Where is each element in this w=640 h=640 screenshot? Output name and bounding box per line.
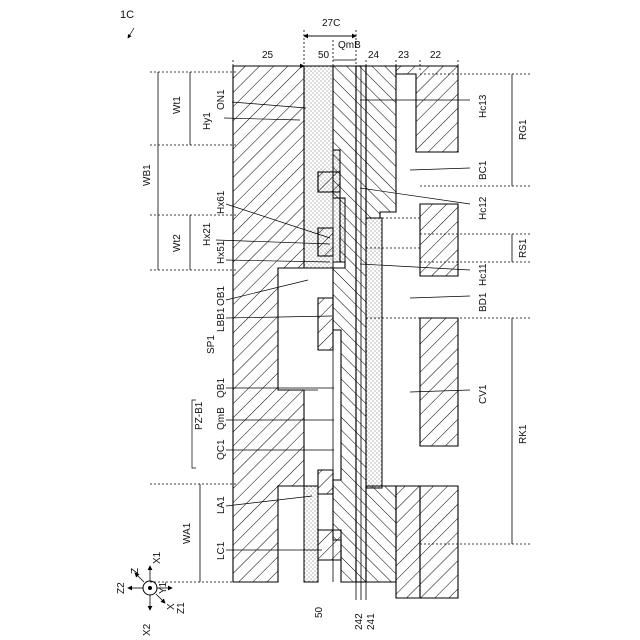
label-23: 23 (398, 50, 410, 61)
axis-Z2: Z2 (116, 582, 127, 594)
label-QmB-mid: QmB (216, 407, 227, 430)
layer-22 (396, 66, 458, 598)
layer-25 (233, 66, 304, 582)
axis-Y1: Y1 (158, 581, 169, 594)
label-50-top: 50 (318, 50, 330, 61)
label-50-bottom: 50 (314, 606, 325, 618)
label-PZ-B1: PZ-B1 (194, 401, 205, 430)
axis-X2: X2 (142, 623, 153, 636)
axis-Z1: Z1 (176, 602, 187, 614)
layer-24 (356, 66, 366, 600)
axis-X1: X1 (152, 551, 163, 564)
label-Hx21: Hx21 (202, 222, 213, 246)
label-RG1: RG1 (518, 119, 529, 140)
label-Wt2: Wt2 (172, 234, 183, 252)
axes-indicator: X1 Y1 Z1 Z2 X2 Z X (116, 551, 187, 636)
label-25: 25 (262, 50, 274, 61)
label-Hx51: Hx51 (216, 240, 227, 264)
label-22: 22 (430, 50, 442, 61)
label-241: 241 (366, 613, 377, 630)
label-Hx61: Hx61 (216, 190, 227, 214)
label-242: 242 (354, 613, 365, 630)
label-Hc13: Hc13 (478, 94, 489, 118)
label-BC1: BC1 (478, 160, 489, 180)
label-27C: 27C (322, 18, 340, 29)
label-WB1: WB1 (142, 164, 153, 186)
label-Wt1: Wt1 (172, 96, 183, 114)
label-WA1: WA1 (182, 522, 193, 544)
label-RS1: RS1 (518, 238, 529, 258)
label-BD1: BD1 (478, 292, 489, 312)
label-QB1: QB1 (216, 378, 227, 398)
label-CV1: CV1 (478, 384, 489, 404)
label-24: 24 (368, 50, 380, 61)
label-OB1: OB1 (216, 286, 227, 306)
label-ON1: ON1 (216, 89, 227, 110)
label-SP1: SP1 (206, 335, 217, 354)
label-LBB1: LBB1 (216, 307, 227, 332)
label-fig-id: 1C (120, 9, 134, 21)
label-LC1: LC1 (216, 541, 227, 560)
label-Hc11: Hc11 (478, 263, 489, 286)
label-Hy1: Hy1 (202, 112, 213, 130)
label-QC1: QC1 (216, 439, 227, 460)
label-Hc12: Hc12 (478, 196, 489, 220)
cavity-SP1 (278, 268, 318, 390)
label-LA1: LA1 (216, 496, 227, 514)
axis-X: X (166, 603, 177, 610)
label-QmB-top: QmB (338, 40, 361, 51)
label-RK1: RK1 (518, 424, 529, 444)
axis-Z: Z (130, 568, 141, 574)
